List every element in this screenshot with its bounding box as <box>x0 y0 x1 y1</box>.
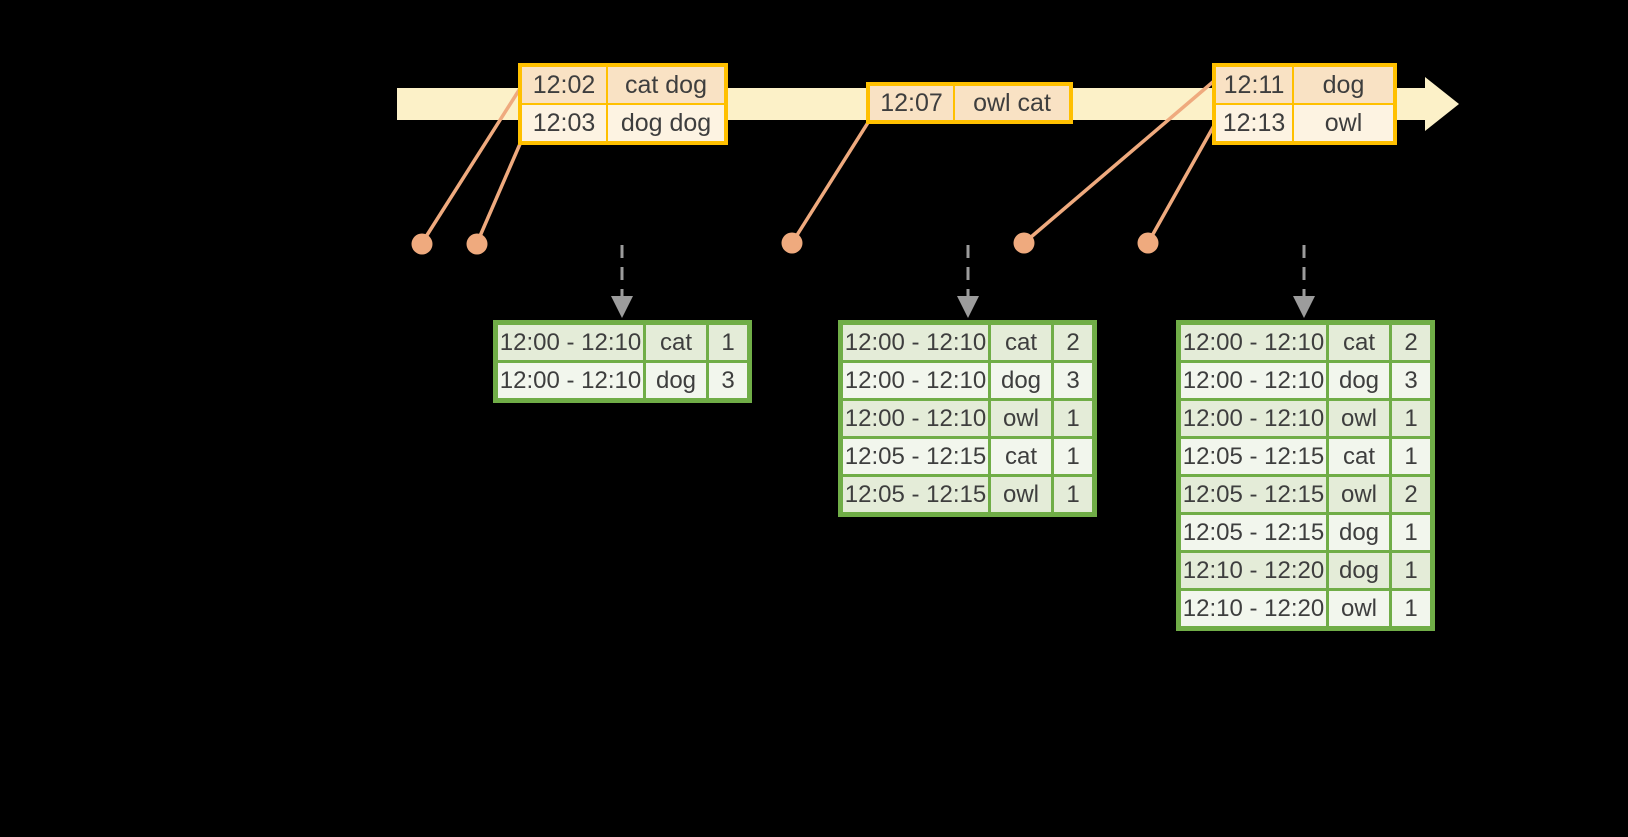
count-cell: 2 <box>1392 477 1430 512</box>
record-time-cell: 12:07 <box>870 86 953 120</box>
timeline-arrowhead-icon <box>1425 77 1459 131</box>
trigger-arrowhead-icon <box>1293 296 1315 318</box>
connector-line <box>1146 121 1218 244</box>
record-time-cell: 12:03 <box>522 105 606 141</box>
count-cell: 1 <box>1392 553 1430 588</box>
count-cell: 2 <box>1392 325 1430 360</box>
trigger-arrowhead-icon <box>957 296 979 318</box>
record-words-cell: dog <box>1294 67 1393 103</box>
window-cell: 12:00 - 12:10 <box>1181 325 1326 360</box>
window-cell: 12:00 - 12:10 <box>498 363 643 398</box>
window-cell: 12:00 - 12:10 <box>498 325 643 360</box>
count-cell: 1 <box>1054 477 1092 512</box>
window-cell: 12:00 - 12:10 <box>1181 363 1326 398</box>
window-cell: 12:05 - 12:15 <box>1181 477 1326 512</box>
word-cell: dog <box>646 363 706 398</box>
count-cell: 1 <box>1392 439 1430 474</box>
window-cell: 12:10 - 12:20 <box>1181 553 1326 588</box>
connector-line <box>475 136 525 244</box>
connector-line <box>1022 79 1216 245</box>
word-cell: dog <box>1329 553 1389 588</box>
word-cell: cat <box>1329 325 1389 360</box>
count-cell: 3 <box>1054 363 1092 398</box>
record-words-cell: owl <box>1294 105 1393 141</box>
window-cell: 12:10 - 12:20 <box>1181 591 1326 626</box>
count-cell: 1 <box>1392 591 1430 626</box>
record-words-cell: owl cat <box>955 86 1069 120</box>
count-cell: 3 <box>1392 363 1430 398</box>
word-cell: dog <box>991 363 1051 398</box>
window-cell: 12:05 - 12:15 <box>843 477 988 512</box>
word-cell: dog <box>1329 363 1389 398</box>
record-time-cell: 12:11 <box>1216 67 1292 103</box>
word-cell: cat <box>991 325 1051 360</box>
record-time-cell: 12:13 <box>1216 105 1292 141</box>
word-cell: cat <box>646 325 706 360</box>
word-cell: owl <box>991 401 1051 436</box>
count-cell: 1 <box>1392 401 1430 436</box>
event-dot <box>1137 232 1159 254</box>
window-cell: 12:05 - 12:15 <box>1181 439 1326 474</box>
window-cell: 12:00 - 12:10 <box>843 325 988 360</box>
count-cell: 1 <box>1054 439 1092 474</box>
event-dot <box>411 233 433 255</box>
word-cell: owl <box>1329 477 1389 512</box>
record-words-cell: cat dog <box>608 67 724 103</box>
word-cell: dog <box>1329 515 1389 550</box>
connector-line <box>420 86 523 244</box>
window-cell: 12:00 - 12:10 <box>1181 401 1326 436</box>
event-dot <box>781 232 803 254</box>
connector-line <box>790 120 871 244</box>
word-cell: cat <box>1329 439 1389 474</box>
word-cell: owl <box>1329 591 1389 626</box>
event-dot <box>1013 232 1035 254</box>
window-cell: 12:00 - 12:10 <box>843 363 988 398</box>
trigger-arrowhead-icon <box>611 296 633 318</box>
count-cell: 1 <box>709 325 747 360</box>
count-cell: 3 <box>709 363 747 398</box>
window-cell: 12:05 - 12:15 <box>1181 515 1326 550</box>
word-cell: cat <box>991 439 1051 474</box>
word-cell: owl <box>1329 401 1389 436</box>
window-cell: 12:05 - 12:15 <box>843 439 988 474</box>
window-cell: 12:00 - 12:10 <box>843 401 988 436</box>
count-cell: 2 <box>1054 325 1092 360</box>
record-time-cell: 12:02 <box>522 67 606 103</box>
count-cell: 1 <box>1054 401 1092 436</box>
record-words-cell: dog dog <box>608 105 724 141</box>
count-cell: 1 <box>1392 515 1430 550</box>
word-cell: owl <box>991 477 1051 512</box>
event-dot <box>466 233 488 255</box>
